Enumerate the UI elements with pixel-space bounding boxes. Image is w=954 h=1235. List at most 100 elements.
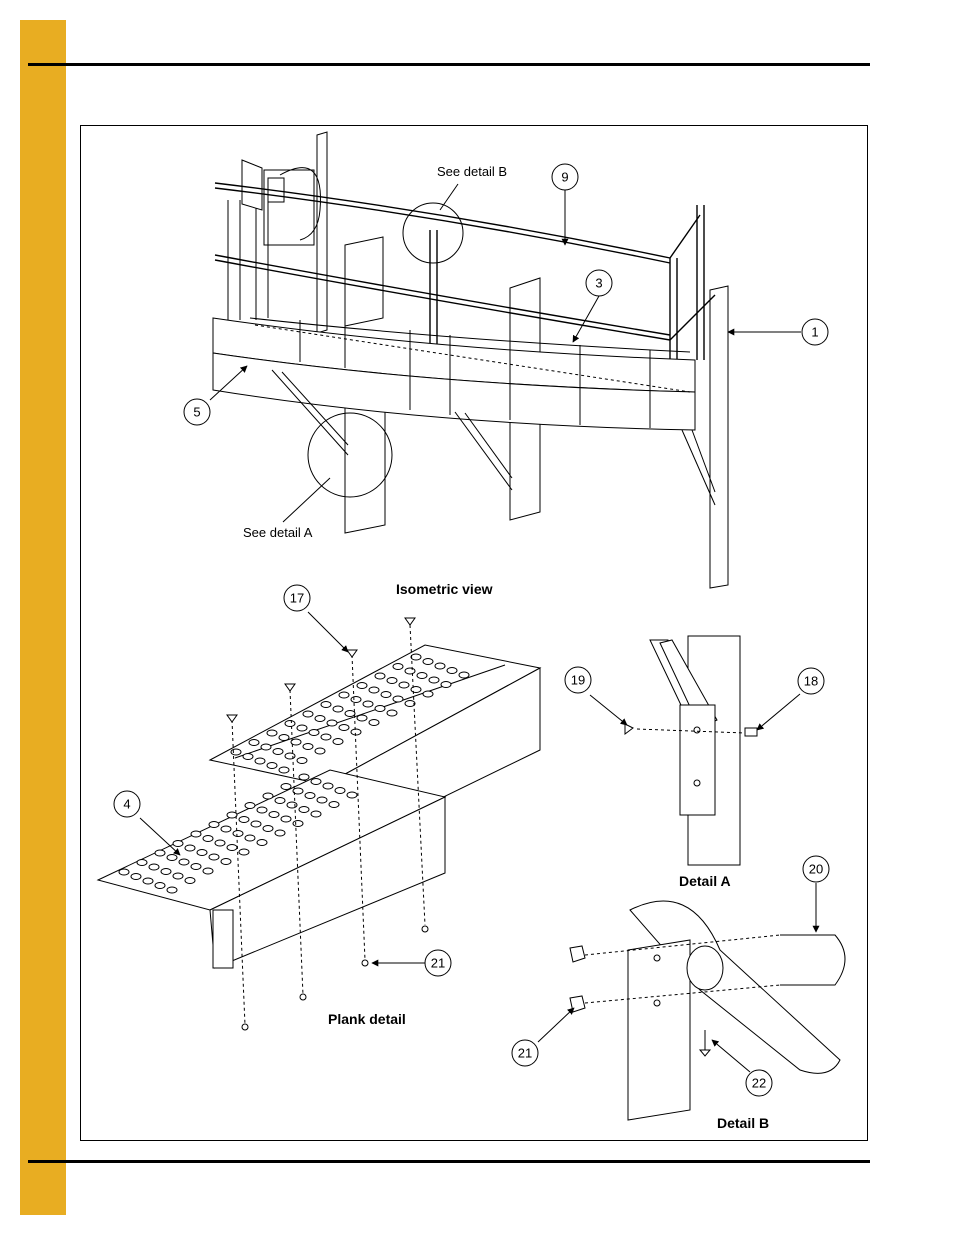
figure-frame bbox=[80, 125, 868, 1141]
perforation-hole bbox=[274, 829, 286, 837]
perforation-hole bbox=[350, 696, 362, 703]
callout-18: 18 bbox=[804, 673, 818, 688]
detail-b-title: Detail B bbox=[717, 1115, 769, 1131]
see-detail-b-leader bbox=[439, 183, 459, 211]
perforation-hole bbox=[262, 792, 274, 800]
perforation-hole bbox=[332, 738, 344, 745]
safety-gate bbox=[263, 167, 321, 246]
perforation-hole bbox=[214, 839, 226, 847]
perforation-hole bbox=[208, 853, 220, 861]
perforation-hole bbox=[196, 849, 208, 856]
plank-detail bbox=[96, 617, 542, 1031]
callout-3: 3 bbox=[595, 275, 602, 290]
perforation-hole bbox=[136, 859, 148, 866]
perforation-hole bbox=[386, 709, 398, 717]
perforation-hole bbox=[208, 821, 220, 828]
perforation-hole bbox=[374, 672, 386, 680]
perforation-hole bbox=[326, 719, 338, 727]
perforation-hole bbox=[356, 682, 368, 689]
detail-b-circle bbox=[402, 202, 464, 264]
side-color-tab bbox=[20, 20, 66, 1215]
perforation-hole bbox=[284, 720, 296, 727]
perforation-hole bbox=[392, 663, 404, 670]
platform-deck bbox=[212, 317, 696, 431]
perforation-hole bbox=[314, 747, 326, 755]
perforation-hole bbox=[190, 830, 202, 838]
perforation-hole bbox=[392, 695, 404, 703]
perforation-hole bbox=[202, 835, 214, 842]
perforation-hole bbox=[220, 858, 232, 865]
perforation-hole bbox=[268, 811, 280, 818]
perforation-hole bbox=[292, 820, 304, 827]
perforation-hole bbox=[278, 766, 290, 774]
perforation-hole bbox=[304, 792, 316, 799]
perforation-hole bbox=[422, 658, 434, 665]
perforation-hole bbox=[286, 801, 298, 809]
callout-leaders bbox=[139, 190, 820, 1073]
perforation-hole bbox=[320, 701, 332, 708]
perforation-hole bbox=[256, 806, 268, 814]
perforation-hole bbox=[292, 787, 304, 795]
perforation-hole bbox=[130, 873, 142, 880]
perforation-hole bbox=[256, 839, 268, 846]
perforation-hole bbox=[356, 714, 368, 722]
perforation-hole bbox=[280, 783, 292, 790]
support-braces bbox=[271, 369, 716, 506]
see-detail-a-leader bbox=[282, 477, 331, 523]
perforation-hole bbox=[178, 858, 190, 866]
perforation-hole bbox=[118, 868, 130, 876]
perforation-hole bbox=[334, 787, 346, 794]
callout-5: 5 bbox=[193, 404, 200, 419]
callout-balloons bbox=[113, 163, 830, 1097]
isometric-view bbox=[212, 131, 729, 589]
perforation-hole bbox=[298, 773, 310, 781]
perforation-hole bbox=[310, 778, 322, 785]
perforation-hole bbox=[308, 729, 320, 736]
perforation-hole bbox=[458, 671, 470, 679]
perforation-hole bbox=[322, 782, 334, 790]
perforation-hole bbox=[274, 797, 286, 804]
callout-1: 1 bbox=[811, 324, 818, 339]
perforation-hole bbox=[230, 748, 242, 756]
callout-4: 4 bbox=[123, 796, 130, 811]
perforation-hole bbox=[316, 796, 328, 804]
upright-posts bbox=[227, 131, 729, 589]
perforation-hole bbox=[296, 757, 308, 764]
perforation-hole bbox=[238, 848, 250, 856]
handrail bbox=[214, 182, 716, 408]
perforation-hole bbox=[254, 757, 266, 765]
perforation-hole bbox=[290, 738, 302, 746]
perforation-hole bbox=[302, 710, 314, 718]
perforation-hole bbox=[266, 762, 278, 769]
perforation-hole bbox=[344, 710, 356, 717]
perforation-hole bbox=[422, 690, 434, 698]
perforation-hole bbox=[404, 667, 416, 675]
perforation-hole bbox=[440, 681, 452, 688]
isometric-view-title: Isometric view bbox=[396, 581, 493, 597]
perforation-hole bbox=[244, 834, 256, 842]
perforation-hole bbox=[278, 734, 290, 741]
detail-a-title: Detail A bbox=[679, 873, 731, 889]
perforation-hole bbox=[220, 825, 232, 833]
perforation-hole bbox=[332, 705, 344, 713]
perforation-hole bbox=[262, 825, 274, 832]
perforation-hole bbox=[446, 667, 458, 674]
perforation-hole bbox=[242, 753, 254, 760]
perforation-hole bbox=[160, 868, 172, 875]
perforation-hole bbox=[410, 686, 422, 693]
perforation-hole bbox=[434, 662, 446, 670]
perforation-hole bbox=[338, 724, 350, 731]
callout-20: 20 bbox=[809, 861, 823, 876]
perforation-hole bbox=[310, 810, 322, 818]
perforation-hole bbox=[248, 739, 260, 746]
perforation-hole bbox=[374, 705, 386, 712]
perforation-hole bbox=[398, 681, 410, 689]
perforation-hole bbox=[142, 877, 154, 885]
perforation-hole bbox=[380, 691, 392, 698]
perforation-hole bbox=[184, 844, 196, 852]
perforation-hole bbox=[148, 863, 160, 871]
callout-17: 17 bbox=[290, 590, 304, 605]
see-detail-a-note: See detail A bbox=[243, 525, 313, 540]
perforation-hole bbox=[298, 806, 310, 813]
